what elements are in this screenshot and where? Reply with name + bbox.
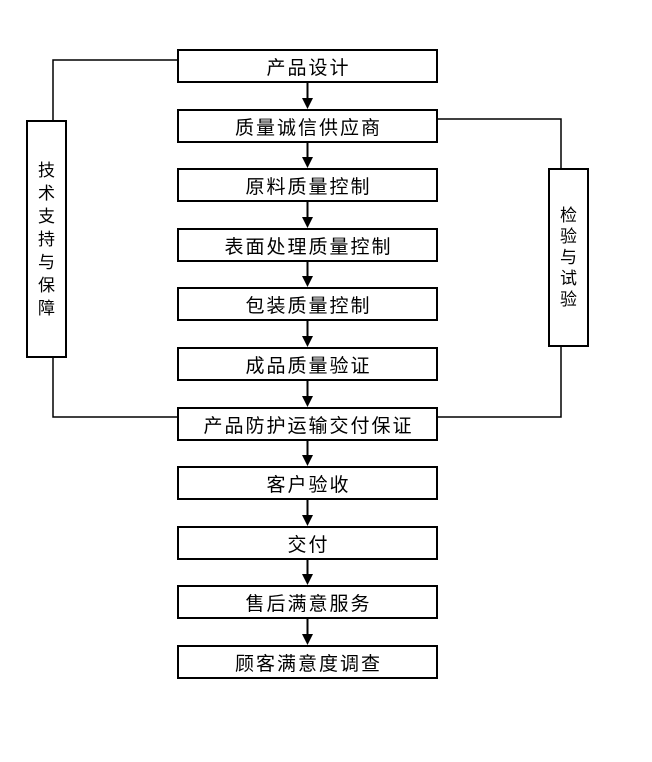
flow-arrow-head [302, 336, 313, 347]
side-node-label-char: 持 [38, 229, 55, 249]
side-node-label-char: 障 [38, 298, 55, 318]
flow-node-customer-satisfaction-survey: 顾客满意度调查 [177, 645, 438, 679]
flow-node-label: 顾客满意度调查 [234, 653, 382, 675]
flow-node-label: 交付 [287, 534, 330, 556]
side-node-label-char: 验 [560, 290, 577, 309]
flow-node-customer-acceptance: 客户验收 [177, 466, 438, 500]
flow-node-raw-material-quality-control: 原料质量控制 [177, 168, 438, 202]
flow-arrow-head [302, 396, 313, 407]
flow-node-label: 产品防护运输交付保证 [203, 415, 414, 437]
flow-node-label: 成品质量验证 [245, 355, 372, 377]
side-node-label-char: 验 [560, 227, 577, 246]
flow-node-packaging-quality-control: 包装质量控制 [177, 287, 438, 321]
side-node-label-char: 试 [560, 269, 577, 288]
side-connector-3 [438, 347, 562, 418]
side-node-label-char: 术 [38, 183, 55, 203]
side-node-label-char: 检 [560, 206, 577, 225]
flow-arrow-head [302, 276, 313, 287]
flow-node-label: 包装质量控制 [245, 295, 372, 317]
flow-arrow-head [302, 217, 313, 228]
flow-arrow-head [302, 157, 313, 168]
flow-node-label: 质量诚信供应商 [234, 117, 382, 139]
side-connector-2 [438, 118, 562, 168]
side-node-label-char: 保 [38, 275, 55, 295]
flow-node-product-design: 产品设计 [177, 49, 438, 83]
flow-node-label: 产品设计 [266, 57, 351, 79]
flow-node-label: 客户验收 [266, 474, 351, 496]
flow-node-product-protection-transport-delivery-guarantee: 产品防护运输交付保证 [177, 407, 438, 441]
flow-node-quality-integrity-supplier: 质量诚信供应商 [177, 109, 438, 143]
flow-node-finished-product-quality-verification: 成品质量验证 [177, 347, 438, 381]
flow-node-surface-treatment-quality-control: 表面处理质量控制 [177, 228, 438, 262]
flow-node-delivery: 交付 [177, 526, 438, 560]
side-node-label-char: 与 [38, 252, 55, 272]
side-connector-1 [52, 358, 177, 418]
flow-arrow-head [302, 574, 313, 585]
side-node-label-char: 与 [560, 248, 577, 267]
side-node-technical-support-and-guarantee: 技术支持与保障 [26, 120, 67, 358]
flow-arrow-head [302, 98, 313, 109]
flow-node-after-sales-satisfaction-service: 售后满意服务 [177, 585, 438, 619]
flow-node-label: 原料质量控制 [245, 176, 372, 198]
side-node-inspection-and-testing: 检验与试验 [548, 168, 589, 347]
flow-node-label: 表面处理质量控制 [224, 236, 393, 258]
side-node-label-char: 支 [38, 206, 55, 226]
flow-node-label: 售后满意服务 [245, 593, 372, 615]
flow-arrow-head [302, 455, 313, 466]
flow-arrow-head [302, 634, 313, 645]
side-node-label-char: 技 [38, 160, 55, 180]
side-connector-0 [52, 59, 177, 120]
flow-arrow-head [302, 515, 313, 526]
